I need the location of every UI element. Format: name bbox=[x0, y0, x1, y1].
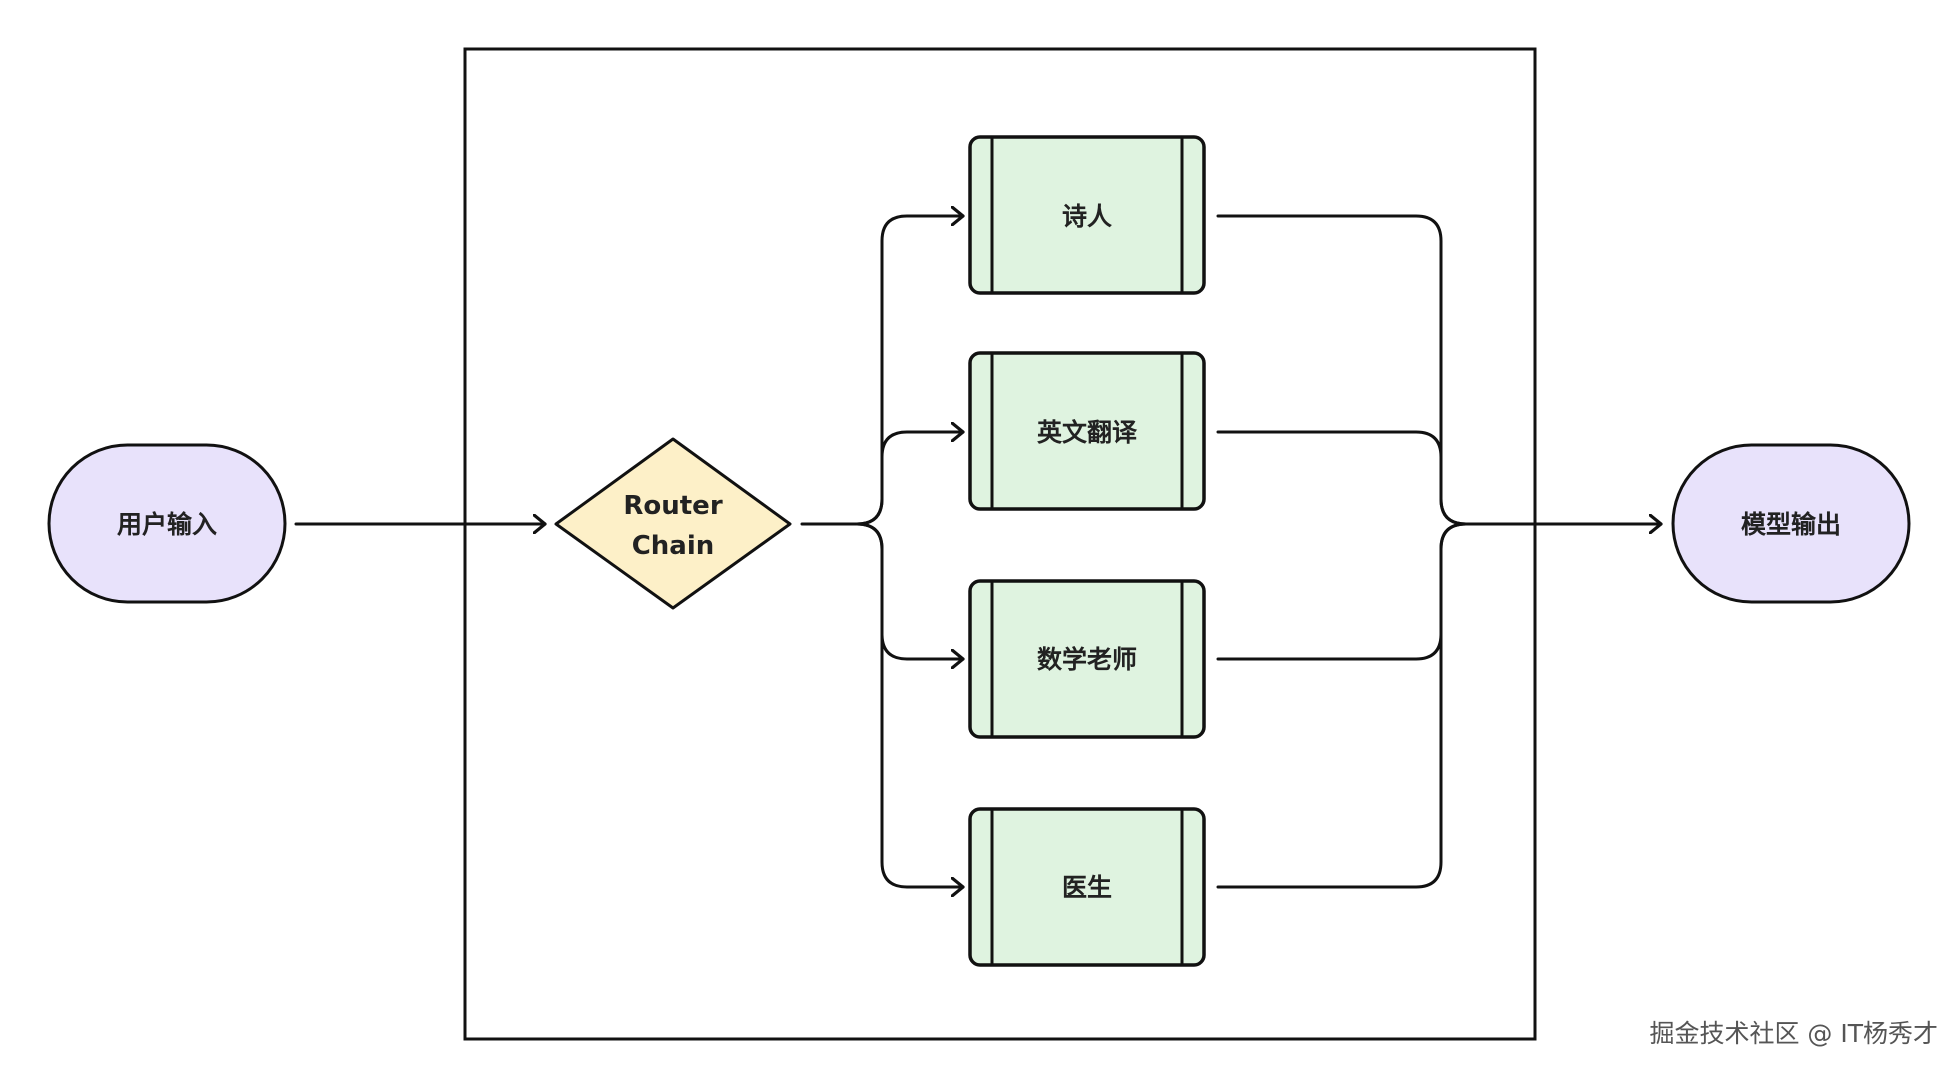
arrow-router-to-expert-2 bbox=[855, 432, 963, 526]
expert-node-2-label: 英文翻译 bbox=[1037, 418, 1138, 447]
router-node-shape bbox=[554, 437, 792, 610]
input-node-label: 用户输入 bbox=[117, 510, 217, 539]
output-node-label: 模型输出 bbox=[1741, 510, 1841, 539]
expert-node-2: 英文翻译 bbox=[968, 351, 1206, 511]
expert-node-4-shape bbox=[968, 807, 1206, 967]
output-node-shape bbox=[1671, 443, 1911, 604]
expert-node-3-shape bbox=[968, 579, 1206, 739]
router-node: Router Chain bbox=[554, 437, 792, 610]
line-expert-2-to-merge bbox=[1216, 430, 1468, 526]
expert-node-3: 数学老师 bbox=[968, 579, 1206, 739]
line-expert-4-to-merge bbox=[1216, 522, 1468, 889]
output-node: 模型输出 bbox=[1671, 443, 1911, 604]
router-node-label-line-2: Chain bbox=[632, 531, 715, 561]
expert-node-3-label: 数学老师 bbox=[1037, 645, 1137, 674]
expert-node-2-shape bbox=[968, 351, 1206, 511]
expert-node-1-shape bbox=[968, 135, 1206, 295]
input-node-shape bbox=[47, 443, 287, 604]
router-chain-container bbox=[463, 47, 1537, 1041]
input-node: 用户输入 bbox=[47, 443, 287, 604]
expert-node-1-label: 诗人 bbox=[1062, 202, 1112, 231]
line-expert-1-to-merge bbox=[1216, 214, 1468, 526]
expert-node-4: 医生 bbox=[968, 807, 1206, 967]
line-expert-3-to-merge bbox=[1216, 522, 1468, 661]
router-node-label-line-1: Router bbox=[623, 491, 722, 521]
connectors bbox=[294, 214, 1661, 889]
expert-node-4-label: 医生 bbox=[1062, 873, 1112, 902]
expert-node-1: 诗人 bbox=[968, 135, 1206, 295]
watermark-text: 掘金技术社区 @ IT杨秀才 bbox=[1649, 1019, 1938, 1048]
arrow-router-to-expert-3 bbox=[855, 522, 963, 659]
arrow-router-to-expert-4 bbox=[855, 522, 963, 887]
